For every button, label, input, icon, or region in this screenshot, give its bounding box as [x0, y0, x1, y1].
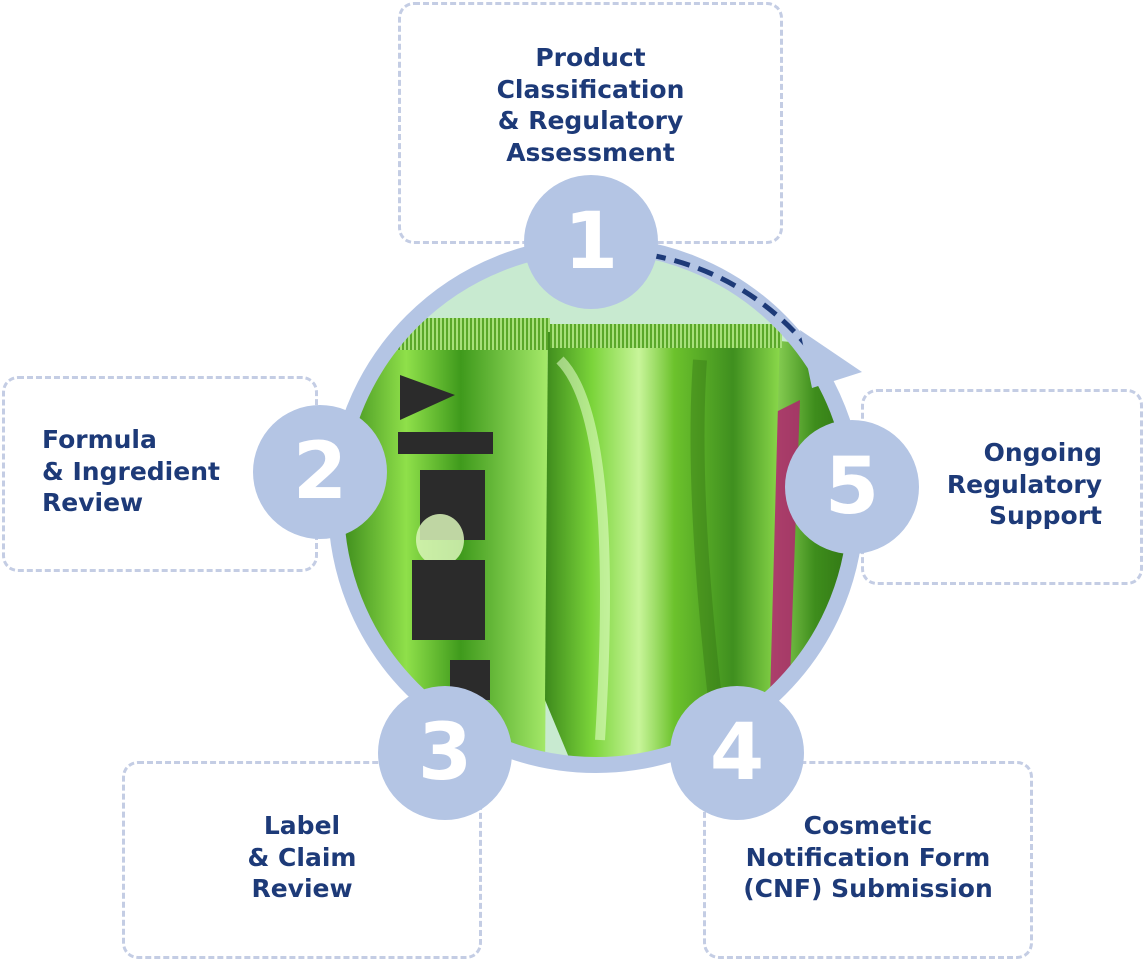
step-2-label: Formula & Ingredient Review — [42, 425, 220, 517]
step-5-number: 5 — [824, 442, 880, 532]
step-4-box — [703, 761, 1033, 959]
step-3-label: Label & Claim Review — [247, 811, 357, 903]
step-4-circle: 4 — [670, 686, 804, 820]
step-5-label: Ongoing Regulatory Support — [946, 438, 1102, 530]
step-4-number: 4 — [709, 708, 765, 798]
step-1-circle: 1 — [524, 175, 658, 309]
step-2-circle: 2 — [253, 405, 387, 539]
step-5-circle: 5 — [785, 420, 919, 554]
step-3-number: 3 — [417, 708, 473, 798]
step-1-label: Product Classification & Regulatory Asse… — [496, 43, 685, 167]
step-1-number: 1 — [563, 197, 619, 287]
step-3-circle: 3 — [378, 686, 512, 820]
step-2-number: 2 — [292, 427, 348, 517]
step-4-label: Cosmetic Notification Form (CNF) Submiss… — [743, 811, 993, 903]
step-3-box — [122, 761, 482, 959]
